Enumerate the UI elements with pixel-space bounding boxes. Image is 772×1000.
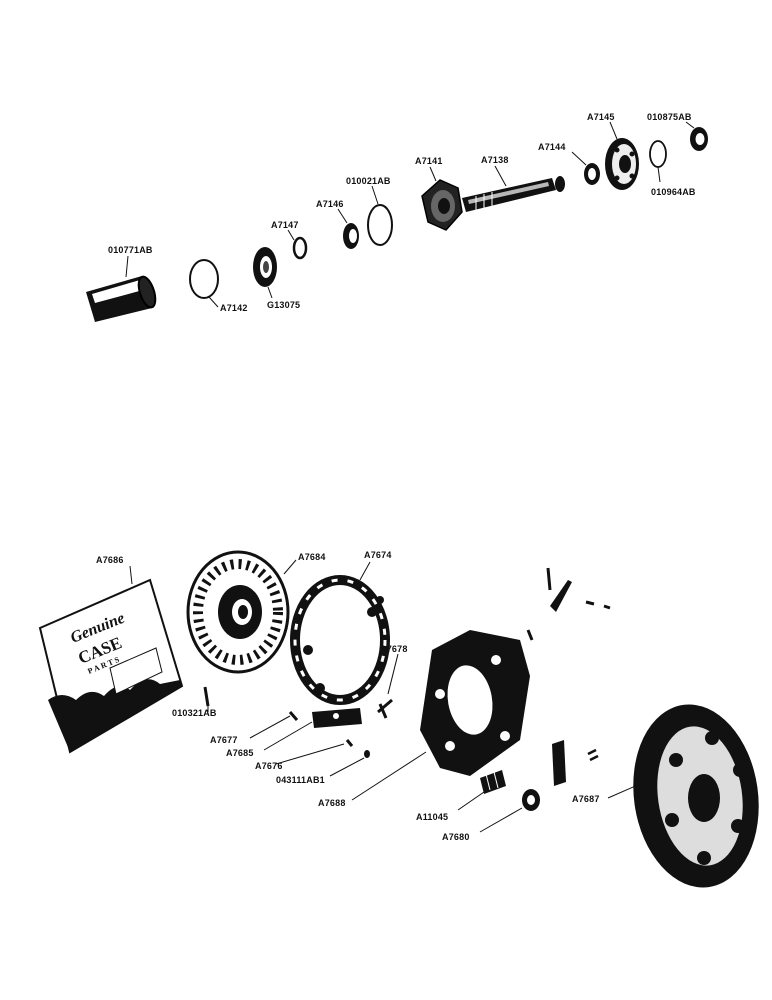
part-snap-ring-A7142 [189, 259, 219, 299]
part-cup-A7680 [522, 789, 540, 811]
label-043111AB1: 043111AB1 [276, 775, 325, 785]
leader-A7685 [263, 721, 313, 751]
label-A7677: A7677 [210, 735, 238, 745]
label-A7685: A7685 [226, 748, 254, 758]
part-shaft-A7138 [462, 176, 565, 212]
label-A7686: A7686 [96, 555, 124, 565]
part-spring-A11045 [480, 770, 506, 794]
part-bracket [552, 740, 599, 786]
part-washer-A7144 [584, 163, 600, 185]
part-ring-A7674 [290, 575, 390, 705]
label-A7688: A7688 [318, 798, 346, 808]
part-o-ring-010021AB [367, 204, 393, 246]
part-cover-A7688 [420, 630, 530, 776]
part-clutch-disc-A7684 [186, 550, 290, 674]
leader-A7144 [571, 151, 587, 166]
label-A7678: A7678 [380, 644, 408, 654]
label-A7145: A7145 [587, 112, 615, 122]
label-A7147: A7147 [271, 220, 299, 230]
part-pin-A7677 [288, 711, 299, 721]
label-A7684: A7684 [298, 552, 326, 562]
label-010771AB: 010771AB [108, 245, 153, 255]
leader-A7688 [351, 751, 427, 801]
parts-box-A7686: Genuine CASE PARTS [38, 578, 184, 754]
leader-A7674 [359, 561, 371, 581]
leader-A7678 [387, 653, 399, 695]
part-bearing-G13075 [253, 247, 277, 287]
part-pin-A7676 [345, 739, 354, 747]
leader-A7676 [275, 743, 345, 765]
leader-A7684 [283, 559, 297, 575]
part-cotter-043111AB1 [364, 750, 370, 758]
part-release-lever [526, 567, 611, 641]
leader-A7687 [607, 783, 641, 799]
label-A11045: A11045 [416, 812, 448, 822]
label-A7138: A7138 [481, 155, 509, 165]
leader-A7147 [287, 229, 295, 241]
leader-A7146 [337, 208, 348, 224]
label-A7680: A7680 [442, 832, 470, 842]
part-seal-010875AB [690, 127, 708, 151]
label-A7146: A7146 [316, 199, 344, 209]
part-flange-A7145 [605, 138, 639, 190]
leader-010875AB [685, 121, 695, 129]
label-A7142: A7142 [220, 303, 248, 313]
part-plate-A7685 [312, 708, 362, 728]
label-010964AB: 010964AB [651, 187, 696, 197]
leader-A7141 [429, 166, 437, 182]
leader-G13075 [267, 286, 273, 299]
part-pressure-plate-A7687 [633, 704, 759, 888]
label-010021AB: 010021AB [346, 176, 391, 186]
label-010875AB: 010875AB [647, 112, 692, 122]
label-A7676: A7676 [255, 761, 283, 771]
leader-010964AB [657, 166, 661, 183]
leader-A7138 [494, 165, 507, 187]
leader-A7677 [249, 715, 291, 739]
part-sleeve-010771AB [86, 275, 157, 322]
label-A7674: A7674 [364, 550, 392, 560]
leader-010021AB [371, 185, 379, 205]
leader-A7142 [208, 296, 219, 308]
label-A7141: A7141 [415, 156, 443, 166]
label-A7144: A7144 [538, 142, 566, 152]
label-010321AB: 010321AB [172, 708, 217, 718]
part-o-ring-010964AB [649, 140, 667, 168]
part-washer-A7147 [292, 236, 308, 260]
leader-A7686 [129, 565, 133, 585]
label-A7687: A7687 [572, 794, 600, 804]
leader-010771AB [125, 255, 129, 278]
label-G13075: G13075 [267, 300, 300, 310]
part-bolt-010321AB [203, 686, 210, 707]
leader-A7145 [609, 121, 618, 140]
leader-A7680 [479, 807, 523, 833]
part-carrier-A7141 [421, 179, 463, 231]
part-seal-A7146 [343, 223, 359, 249]
leader-043111AB1 [329, 757, 365, 777]
leader-A11045 [457, 791, 485, 811]
part-clip-A7678 [377, 698, 393, 719]
